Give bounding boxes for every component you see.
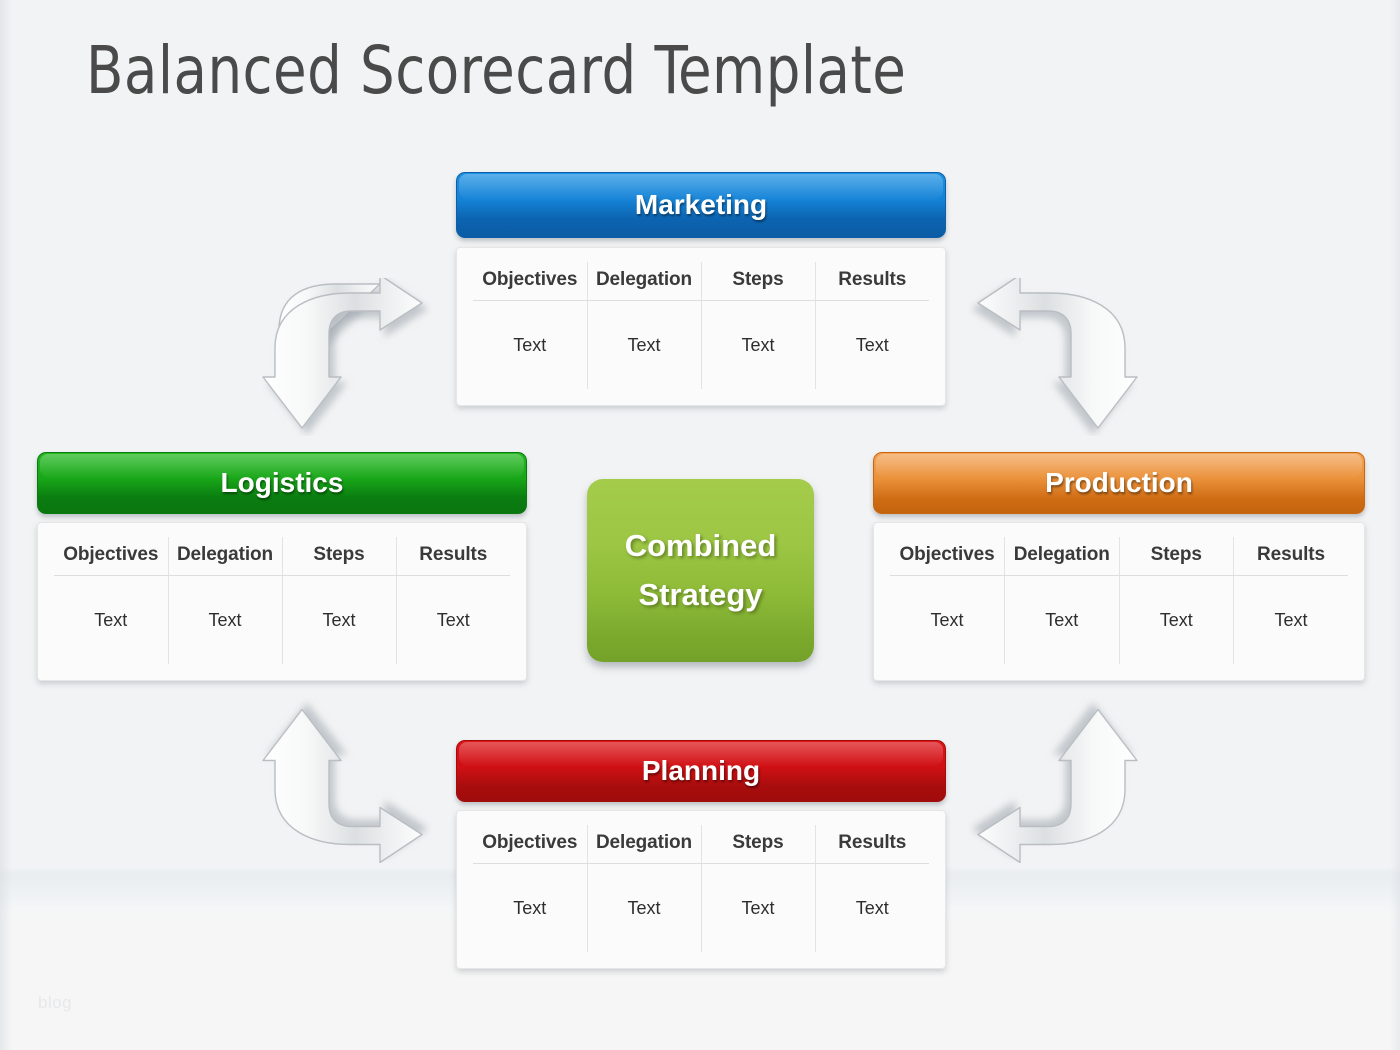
arrow-production-to-planning <box>968 698 1138 863</box>
column-header-delegation: Delegation <box>168 537 283 576</box>
cell-delegation[interactable]: Text <box>587 863 702 952</box>
cell-objectives[interactable]: Text <box>473 300 588 389</box>
page-title: Balanced Scorecard Template <box>86 32 907 109</box>
watermark-text: blog <box>38 993 73 1012</box>
curved-double-arrow-icon <box>977 278 1138 429</box>
table-row: Text Text Text Text <box>54 575 510 664</box>
panel-title-production: Production <box>1045 467 1193 498</box>
cell-steps[interactable]: Text <box>701 300 816 389</box>
column-header-objectives: Objectives <box>473 262 588 301</box>
scorecard-table: Objectives Delegation Steps Results Text… <box>54 537 510 664</box>
cell-results[interactable]: Text <box>1274 609 1308 630</box>
curved-double-arrow-icon <box>262 278 423 429</box>
table-row: Text Text Text Text <box>890 575 1348 664</box>
cell-steps[interactable]: Text <box>1119 575 1234 664</box>
column-header-objectives: Objectives <box>890 537 1005 576</box>
cell-results[interactable]: Text <box>855 897 889 918</box>
combined-strategy-line1: Combined <box>624 528 777 564</box>
curved-double-arrow-icon <box>977 708 1138 863</box>
arrow-planning-to-logistics <box>262 698 432 863</box>
cell-results[interactable]: Text <box>436 609 470 630</box>
panel-header-production[interactable]: Production <box>873 452 1365 514</box>
cell-delegation[interactable]: Text <box>168 575 283 664</box>
scorecard-table: Objectives Delegation Steps Results Text… <box>473 262 929 389</box>
column-header-steps: Steps <box>1119 537 1234 576</box>
panel-table-logistics: Objectives Delegation Steps Results Text… <box>37 522 527 681</box>
combined-strategy-line2: Strategy <box>638 576 763 612</box>
cell-objectives[interactable]: Text <box>54 575 169 664</box>
panel-planning: Planning Objectives Delegation Steps Res… <box>456 740 946 969</box>
table-header-row: Objectives Delegation Steps Results <box>473 262 929 301</box>
column-header-delegation: Delegation <box>1004 537 1120 576</box>
panel-title-marketing: Marketing <box>634 189 768 220</box>
panel-table-marketing: Objectives Delegation Steps Results Text… <box>456 247 946 406</box>
panel-header-logistics[interactable]: Logistics <box>37 452 527 514</box>
panel-header-marketing[interactable]: Marketing <box>456 172 946 238</box>
table-row: Text Text Text Text <box>473 863 929 952</box>
panel-title-logistics: Logistics <box>220 467 344 498</box>
cell-delegation[interactable]: Text <box>587 300 702 389</box>
cell-steps[interactable]: Text <box>701 863 816 952</box>
column-header-results: Results <box>1233 537 1348 576</box>
column-header-steps: Steps <box>282 537 397 576</box>
panel-table-planning: Objectives Delegation Steps Results Text… <box>456 810 946 969</box>
arrow-logistics-to-marketing <box>262 278 432 436</box>
table-header-row: Objectives Delegation Steps Results <box>54 537 510 576</box>
panel-table-production: Objectives Delegation Steps Results Text… <box>873 522 1365 681</box>
cell-results[interactable]: Text <box>855 334 889 355</box>
arrow-marketing-to-production <box>968 278 1138 436</box>
column-header-delegation: Delegation <box>587 825 702 864</box>
column-header-results: Results <box>815 825 929 864</box>
scorecard-table: Objectives Delegation Steps Results Text… <box>890 537 1348 664</box>
column-header-objectives: Objectives <box>54 537 169 576</box>
panel-marketing: Marketing Objectives Delegation Steps Re… <box>456 172 946 406</box>
panel-title-planning: Planning <box>641 755 761 786</box>
curved-double-arrow-icon <box>262 708 423 863</box>
table-header-row: Objectives Delegation Steps Results <box>473 825 929 864</box>
table-row: Text Text Text Text <box>473 300 929 389</box>
panel-production: Production Objectives Delegation Steps R… <box>873 452 1365 681</box>
column-header-results: Results <box>396 537 510 576</box>
column-header-results: Results <box>815 262 929 301</box>
panel-logistics: Logistics Objectives Delegation Steps Re… <box>37 452 527 681</box>
column-header-delegation: Delegation <box>587 262 702 301</box>
cell-delegation[interactable]: Text <box>1004 575 1120 664</box>
scorecard-table: Objectives Delegation Steps Results Text… <box>473 825 929 952</box>
column-header-steps: Steps <box>701 825 816 864</box>
cell-objectives[interactable]: Text <box>890 575 1005 664</box>
panel-header-planning[interactable]: Planning <box>456 740 946 802</box>
cell-objectives[interactable]: Text <box>473 863 588 952</box>
column-header-objectives: Objectives <box>473 825 588 864</box>
column-header-steps: Steps <box>701 262 816 301</box>
combined-strategy-box[interactable]: Combined Strategy <box>587 479 814 662</box>
cell-steps[interactable]: Text <box>282 575 397 664</box>
table-header-row: Objectives Delegation Steps Results <box>890 537 1348 576</box>
